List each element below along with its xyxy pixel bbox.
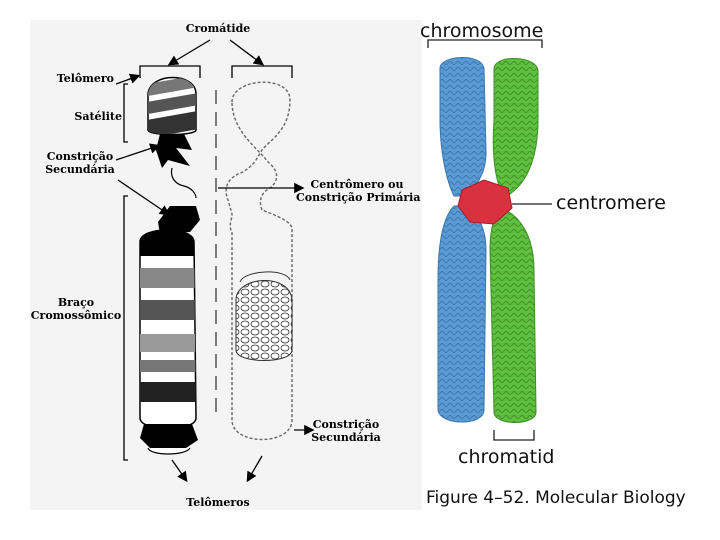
figure-caption: Figure 4–52. Molecular Biology: [426, 488, 686, 508]
label-chromatid: chromatid: [458, 446, 555, 468]
label-cromatide: Cromátide: [185, 22, 251, 35]
left-brackets: [115, 39, 315, 483]
label-constricao-secundaria-top: Constrição Secundária: [45, 150, 115, 176]
dashed-chromatid: [225, 81, 293, 441]
label-satelite: Satélite: [74, 110, 122, 123]
label-centromero: Centrômero ou Constrição Primária: [296, 178, 421, 204]
left-diagram-panel: [30, 20, 422, 510]
label-telomeros: Telômeros: [186, 496, 250, 509]
colored-chromosome: [427, 39, 552, 441]
label-chromosome: chromosome: [420, 20, 544, 42]
label-telomero: Telômero: [56, 72, 114, 85]
dark-chromatid: [139, 76, 200, 455]
label-constricao-secundaria-bottom: Constrição Secundária: [311, 418, 381, 444]
label-centromere: centromere: [556, 192, 666, 214]
coil-region: [235, 271, 293, 361]
label-braco-cromossomico: Braço Cromossômico: [30, 296, 122, 322]
